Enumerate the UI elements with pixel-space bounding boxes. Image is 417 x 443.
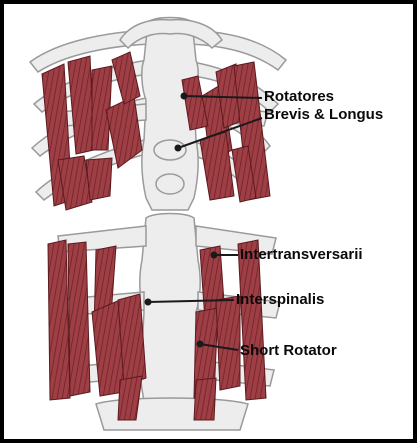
label-interspinalis: Interspinalis — [236, 291, 324, 309]
label-short-rotator: Short Rotator — [240, 342, 337, 360]
label-brevis-longus: Brevis & Longus — [264, 106, 383, 124]
label-rotatores: Rotatores — [264, 88, 334, 106]
label-intertransversarii: Intertransversarii — [240, 246, 363, 264]
